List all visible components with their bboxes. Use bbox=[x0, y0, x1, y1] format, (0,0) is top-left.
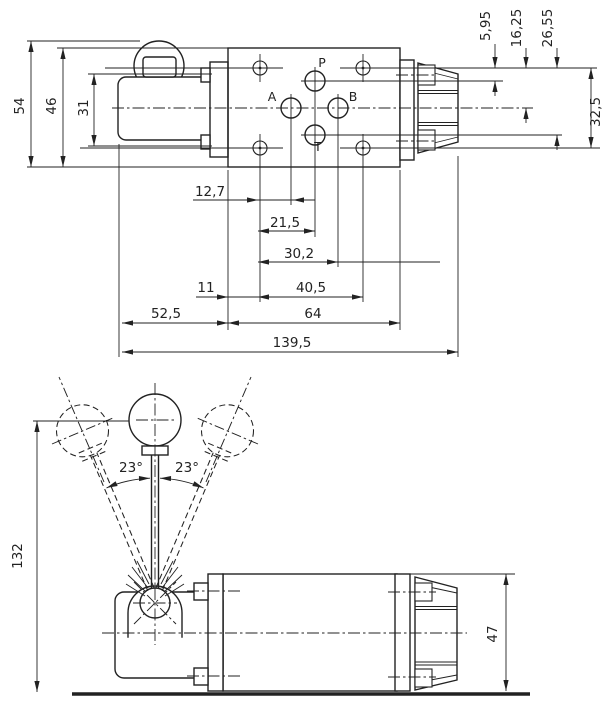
top-view-extension-lines bbox=[27, 40, 600, 357]
bolt-front-bl bbox=[193, 667, 209, 686]
dim-21-5: 21,5 bbox=[270, 215, 300, 231]
flange-bar-left bbox=[209, 61, 229, 158]
lever-phantom-left bbox=[51, 376, 155, 592]
dim-11: 11 bbox=[197, 280, 214, 296]
mount-hole-tl bbox=[252, 60, 268, 76]
dim-139-5: 139,5 bbox=[273, 335, 312, 351]
dim-16-25: 16,25 bbox=[509, 9, 525, 48]
mount-hole-bl bbox=[252, 140, 268, 156]
connector-wedge-top bbox=[396, 62, 459, 154]
port-label-a: A bbox=[268, 89, 277, 104]
boot-hatching bbox=[125, 560, 185, 597]
dim-32-5: 32,5 bbox=[588, 97, 604, 127]
dim-64: 64 bbox=[304, 306, 321, 322]
dim-5-95: 5,95 bbox=[478, 11, 494, 41]
dim-40-5: 40,5 bbox=[296, 280, 326, 296]
flange-front-left bbox=[207, 573, 224, 692]
port-p-hole bbox=[304, 70, 326, 92]
flange-notch-top bbox=[200, 67, 211, 83]
dim-26-55: 26,55 bbox=[540, 9, 556, 48]
lever-collar-top bbox=[142, 56, 177, 78]
top-view: A B P T bbox=[12, 9, 604, 357]
port-a-hole bbox=[280, 97, 302, 119]
port-label-t: T bbox=[313, 139, 322, 154]
port-t-hole bbox=[304, 124, 326, 146]
bottom-view: 23° 23° 132 bbox=[10, 376, 530, 696]
dim-12-7: 12,7 bbox=[195, 184, 225, 200]
dim-47: 47 bbox=[485, 625, 501, 642]
dim-31: 31 bbox=[76, 99, 92, 116]
angle-label-left: 23° bbox=[119, 460, 143, 476]
bolt-front-tl bbox=[193, 582, 209, 601]
lever-cap-top bbox=[117, 76, 213, 141]
connector-wedge-front bbox=[388, 576, 458, 691]
dim-46: 46 bbox=[44, 97, 60, 114]
port-b-hole bbox=[327, 97, 349, 119]
angle-label-right: 23° bbox=[175, 460, 199, 476]
port-label-p: P bbox=[318, 55, 326, 70]
mount-hole-br bbox=[355, 140, 371, 156]
port-label-b: B bbox=[349, 89, 358, 104]
flange-notch-bottom bbox=[200, 134, 211, 150]
lever-phantom-right bbox=[155, 376, 259, 592]
valve-body-front bbox=[222, 573, 398, 692]
dim-30-2: 30,2 bbox=[284, 246, 314, 262]
mount-hole-tr bbox=[355, 60, 371, 76]
dim-132: 132 bbox=[10, 543, 26, 569]
ports bbox=[252, 60, 371, 156]
dim-54: 54 bbox=[12, 97, 28, 114]
dim-52-5: 52,5 bbox=[151, 306, 181, 322]
